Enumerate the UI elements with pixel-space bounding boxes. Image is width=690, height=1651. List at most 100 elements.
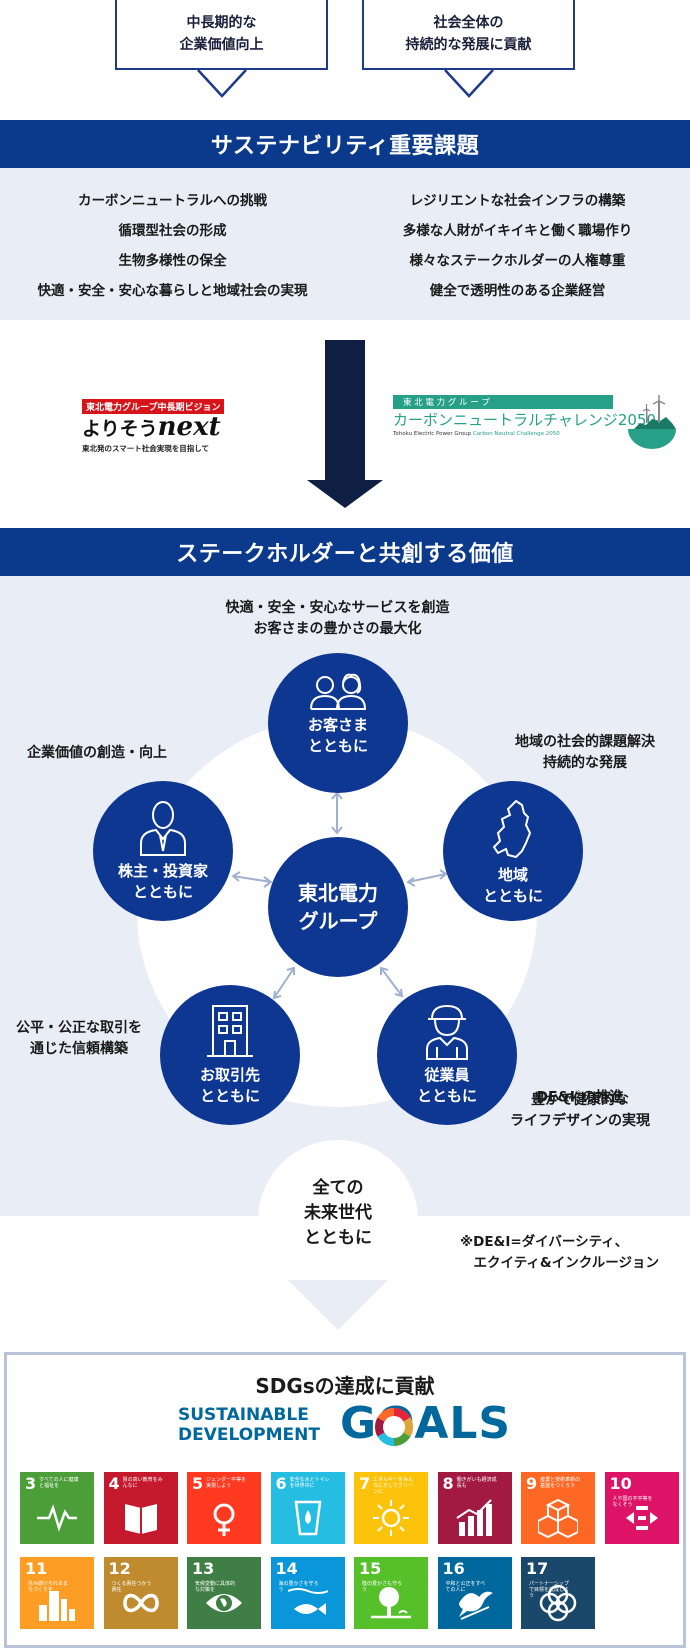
tree-icon	[371, 1587, 411, 1619]
big-down-arrow-icon	[307, 340, 383, 508]
sustainability-title: サステナビリティ重要課題	[0, 120, 690, 168]
book-icon	[124, 1504, 157, 1534]
sdg-tile-number: 16	[442, 1559, 465, 1578]
city-icon	[39, 1591, 75, 1621]
equality-icon	[625, 1506, 658, 1530]
sdg-tile-number: 10	[609, 1474, 632, 1493]
sdg-tile-text: 海の豊かさを守ろう	[278, 1581, 319, 1593]
sdg-tile-12: 12 つくる責任つかう責任	[103, 1557, 178, 1629]
goal-box-society: 社会全体の 持続的な発展に貢献	[362, 0, 575, 70]
chevron-down-icon	[197, 69, 247, 98]
employees-note-dei: DE&I※の推進	[536, 1089, 624, 1106]
building-icon	[207, 1005, 253, 1057]
sdg-tile-11: 11 住み続けられるまちづくりを	[20, 1557, 94, 1629]
sdg-tile-text: 働きがいも経済成長も	[456, 1477, 497, 1489]
growth-icon	[455, 1499, 492, 1536]
infinity-icon	[122, 1593, 159, 1613]
sdg-tile-number: 8	[442, 1474, 454, 1493]
issues-right-column: レジリエントな社会インフラの構築 多様な人財がイキイキと働く職場作り 様々なステ…	[345, 186, 690, 306]
group-center-circle: 東北電力 グループ	[268, 837, 408, 977]
sdg-tile-text: 安全な水とトイレを世界中に	[289, 1477, 330, 1489]
customers-note: 快適・安全・安心なサービスを創造 お客さまの豊かさの最大化	[225, 600, 450, 637]
goal-text: 中長期的な 企業価値向上	[179, 15, 264, 53]
sdg-tile-text: 住み続けられるまちづくりを	[28, 1581, 69, 1593]
employees-label: 従業員 とともに	[416, 1066, 477, 1105]
future-arrow-shape	[258, 1140, 418, 1330]
issue-item: 多様な人財がイキイキと働く職場作り	[402, 223, 633, 239]
sdg-tile-text: 気候変動に具体的な対策を	[195, 1581, 236, 1593]
shareholders-circle: 株主・投資家 とともに	[93, 781, 233, 921]
partners-circle: お取引先 とともに	[160, 985, 300, 1125]
chevron-down-icon	[444, 69, 494, 98]
customers-label: お客さま とともに	[307, 716, 368, 755]
partners-note: 公平・公正な取引を 通じた信頼構築	[16, 1020, 142, 1057]
dove-icon	[458, 1591, 493, 1620]
dei-footnote: ※DE&I=ダイバーシティ、 エクイティ&インクルージョン	[460, 1234, 660, 1271]
sdg-tile-text: ジェンダー平等を実現しよう	[206, 1477, 247, 1489]
region-label: 地域 とともに	[482, 866, 543, 905]
sdgs-logo-line2: DEVELOPMENT	[178, 1425, 320, 1445]
issue-item: レジリエントな社会インフラの構築	[409, 193, 626, 209]
sdg-tile-16: 16 平和と公正をすべての人に	[437, 1557, 512, 1629]
cn-logo-tag: 東 北 電 力 グ ル ー プ	[393, 395, 613, 409]
sdg-tile-15: 15 陸の豊かさも守ろう	[354, 1557, 428, 1629]
vision-logo-en: next	[157, 412, 221, 442]
sustainability-issues: カーボンニュートラルへの挑戦 循環型社会の形成 生物多様性の保全 快適・安全・安…	[0, 168, 690, 320]
businessperson-icon	[140, 801, 186, 856]
region-note: 地域の社会的課題解決 持続的な発展	[515, 734, 655, 771]
tohoku-map-icon	[492, 799, 532, 859]
heartbeat-icon	[37, 1504, 77, 1532]
partners-label: お取引先 とともに	[199, 1066, 260, 1105]
region-circle: 地域 とともに	[443, 781, 583, 921]
fish-icon	[287, 1588, 328, 1615]
issue-item: 快適・安全・安心な暮らしと地域社会の実現	[37, 283, 308, 299]
sdgs-logo: SUSTAINABLE DEVELOPMENT GOALS	[178, 1400, 518, 1452]
sdg-tile-number: 15	[359, 1559, 382, 1578]
cubes-icon	[538, 1498, 578, 1538]
sdg-tile-17: 17パートナーシップで目標を達成しよう	[521, 1557, 595, 1629]
sdgs-logo-goals: GOALS	[340, 1398, 512, 1449]
sdg-tile-13: 13 気候変動に具体的な対策を	[187, 1557, 261, 1629]
people-icon	[310, 673, 367, 710]
sdgs-logo-line1: SUSTAINABLE	[178, 1405, 309, 1425]
cn-logo-sub: Tohoku Electric Power Group	[393, 431, 472, 437]
issue-item: 様々なステークホルダーの人権尊重	[409, 253, 626, 269]
sdgs-title: SDGsの達成に貢献	[255, 1374, 435, 1398]
sdg-tile-text: つくる責任つかう責任	[111, 1581, 152, 1593]
issue-item: 生物多様性の保全	[118, 253, 227, 269]
issue-item: 健全で透明性のある企業経営	[429, 283, 606, 299]
issues-left-column: カーボンニュートラルへの挑戦 循環型社会の形成 生物多様性の保全 快適・安全・安…	[0, 186, 345, 306]
sdg-tile-number: 13	[192, 1559, 215, 1578]
sdg-tile-number: 12	[108, 1559, 131, 1578]
vision-logo: 東北電力グループ中長期ビジョン よりそうnext 東北発のスマート社会実現を目指…	[82, 395, 227, 455]
sdg-tile-number: 5	[192, 1474, 204, 1493]
sdg-tile-number: 6	[275, 1474, 287, 1493]
sdg-tile-text: 陸の豊かさも守ろう	[362, 1581, 403, 1593]
sdg-tile-14: 14海の豊かさを守ろう	[270, 1557, 345, 1629]
sdg-tile-number: 17	[526, 1559, 549, 1578]
cn-logo-name: カーボンニュートラルチャレンジ2050	[393, 411, 657, 429]
sdg-tile-number: 9	[526, 1474, 538, 1493]
sdg-tile-number: 7	[359, 1474, 371, 1493]
cocreation-title: ステークホルダーと共創する価値	[0, 528, 690, 576]
gender-icon	[213, 1503, 235, 1536]
customers-circle: お客さま とともに	[268, 653, 408, 793]
group-center-label: 東北電力 グループ	[298, 881, 378, 933]
shareholders-note: 企業価値の創造・向上	[27, 745, 167, 761]
employees-circle: 従業員 とともに	[377, 985, 517, 1125]
sdg-tile-text: 平和と公正をすべての人に	[445, 1581, 486, 1593]
employees-note: 豊かで健康的な ライフデザインの実現	[510, 1092, 650, 1129]
goal-text: 社会全体の 持続的な発展に貢献	[405, 15, 532, 53]
sdg-tile-text: エネルギーをみんなにそしてクリーンに	[373, 1477, 414, 1495]
sdg-tile-number: 11	[25, 1559, 48, 1578]
sun-icon	[373, 1500, 409, 1536]
vision-logo-jp: よりそう	[82, 418, 158, 440]
water-icon	[294, 1500, 321, 1536]
vision-logo-sub: 東北発のスマート社会実現を目指して	[82, 444, 210, 453]
